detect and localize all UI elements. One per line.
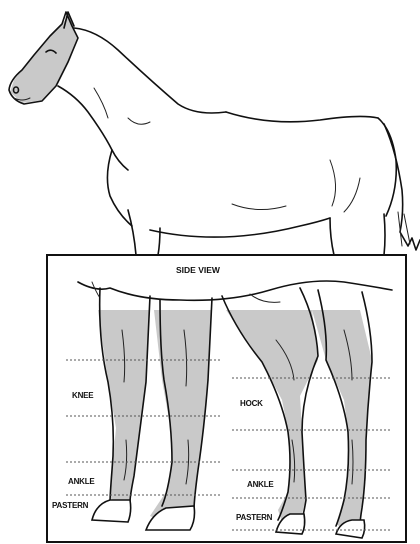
panel-title: SIDE VIEW bbox=[176, 265, 221, 275]
label-ankle-hind: ANKLE bbox=[247, 480, 274, 489]
neck-crest bbox=[74, 28, 226, 113]
foreleg-upper bbox=[128, 210, 136, 255]
flank-line bbox=[330, 160, 336, 206]
hindleg-upper bbox=[330, 218, 334, 255]
neck-front bbox=[58, 86, 128, 170]
shaded-head bbox=[10, 16, 78, 103]
tail bbox=[384, 124, 420, 250]
stifle-line bbox=[344, 178, 360, 212]
back-line bbox=[226, 112, 378, 122]
rib-line bbox=[232, 204, 286, 210]
label-knee: KNEE bbox=[72, 391, 94, 400]
label-pastern-front: PASTERN bbox=[52, 501, 89, 510]
belly bbox=[150, 218, 330, 237]
neck-line bbox=[94, 88, 108, 118]
label-ankle-front: ANKLE bbox=[68, 477, 95, 486]
label-hock: HOCK bbox=[240, 399, 263, 408]
tail-hair bbox=[398, 212, 410, 246]
shoulder-line bbox=[128, 118, 150, 124]
hindleg-upper-2 bbox=[384, 214, 385, 255]
horse-upper-body bbox=[9, 12, 420, 255]
label-pastern-hind: PASTERN bbox=[236, 513, 273, 522]
